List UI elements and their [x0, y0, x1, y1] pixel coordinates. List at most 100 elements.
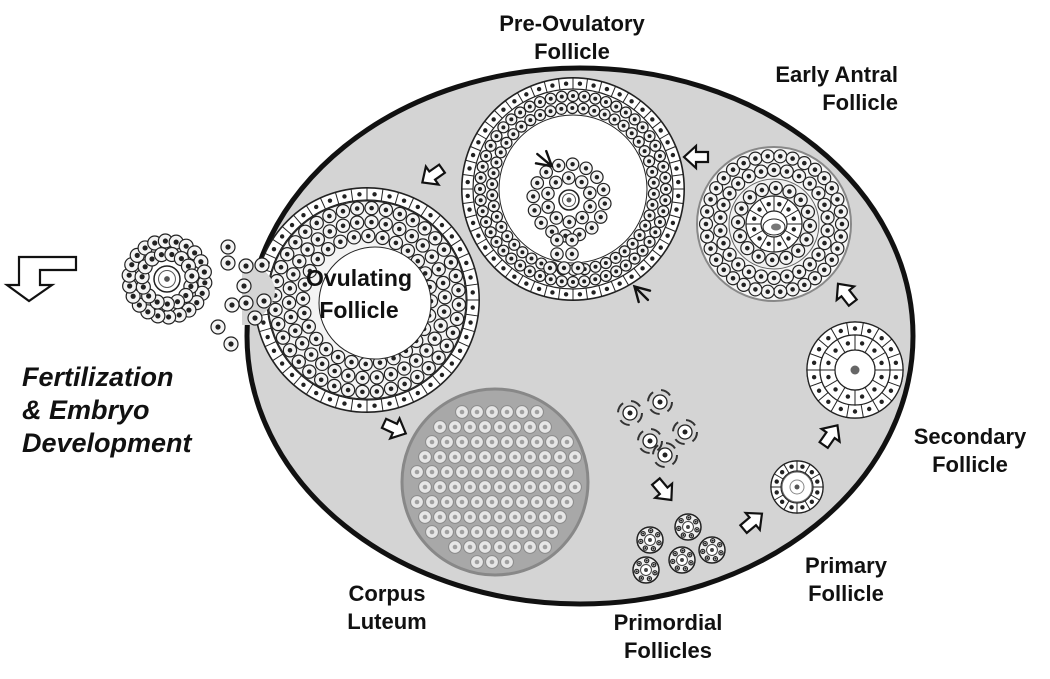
cell-nucleus: [474, 409, 480, 415]
cell-nucleus: [839, 221, 845, 227]
cell-nucleus: [369, 219, 374, 225]
cell-nucleus: [753, 287, 758, 292]
cell-nucleus: [784, 169, 790, 174]
cell-nucleus: [643, 223, 648, 228]
curved-arrow-icon: [691, 431, 698, 443]
cell-nucleus: [711, 539, 714, 542]
cell-nucleus: [134, 252, 140, 258]
oocyte-nucleus: [710, 548, 714, 552]
cell-nucleus: [459, 439, 465, 445]
cell-nucleus: [766, 241, 771, 247]
cell-nucleus: [639, 540, 642, 543]
oocyte-nucleus: [657, 399, 663, 405]
cell-nucleus: [327, 397, 333, 402]
cell-nucleus: [621, 123, 626, 128]
cell-nucleus: [273, 307, 278, 313]
cell-nucleus: [504, 499, 510, 505]
cell-nucleus: [548, 277, 553, 282]
cell-nucleus: [602, 201, 608, 206]
hollow-arrow-icon: [818, 424, 842, 450]
cell-nucleus: [452, 424, 458, 430]
cell-nucleus: [484, 219, 489, 224]
cell-nucleus: [879, 399, 884, 404]
cell-nucleus: [342, 194, 347, 199]
cell-nucleus: [470, 305, 475, 310]
cell-nucleus: [501, 125, 506, 130]
cell-nucleus: [741, 160, 746, 166]
cell-nucleus: [401, 397, 407, 402]
cell-nucleus: [739, 206, 744, 211]
cell-nucleus: [429, 499, 435, 505]
cell-nucleus: [169, 251, 175, 258]
cell-nucleus: [166, 314, 172, 320]
cell-nucleus: [440, 280, 446, 286]
cell-nucleus: [648, 577, 651, 580]
cell-nucleus: [414, 374, 420, 380]
cell-nucleus: [538, 220, 544, 225]
cell-nucleus: [796, 173, 802, 179]
cell-nucleus: [800, 505, 805, 510]
cell-nucleus: [149, 256, 155, 262]
cell-nucleus: [674, 166, 679, 171]
cell-nucleus: [802, 160, 807, 166]
curved-arrow-icon: [647, 391, 654, 402]
cell-nucleus: [287, 347, 293, 353]
cell-nucleus: [374, 389, 380, 394]
cell-nucleus: [188, 283, 194, 289]
cell-nucleus: [650, 117, 655, 122]
cell-nucleus: [422, 454, 428, 460]
cell-nucleus: [145, 309, 151, 315]
cell-nucleus: [602, 112, 607, 117]
cell-nucleus: [554, 215, 559, 221]
cell-nucleus: [822, 240, 827, 246]
cell-nucleus: [494, 134, 499, 139]
cell-nucleus: [603, 261, 608, 266]
cell-nucleus: [369, 205, 374, 211]
cell-nucleus: [534, 499, 540, 505]
cell-nucleus: [302, 229, 308, 235]
cell-nucleus: [372, 403, 377, 408]
cell-nucleus: [301, 212, 306, 218]
cell-nucleus: [681, 549, 684, 552]
curved-arrow-icon: [666, 401, 673, 413]
cell-nucleus: [140, 284, 146, 290]
cell-nucleus: [183, 243, 189, 249]
cell-nucleus: [653, 571, 656, 574]
cell-nucleus: [518, 263, 523, 268]
cell-nucleus: [332, 368, 337, 374]
cell-nucleus: [623, 110, 628, 115]
cell-nucleus: [629, 131, 634, 136]
cell-nucleus: [879, 374, 884, 380]
cell-nucleus: [482, 484, 488, 490]
cell-nucleus: [176, 312, 182, 318]
cell-nucleus: [424, 348, 429, 353]
cell-nucleus: [569, 237, 575, 243]
cell-nucleus: [614, 104, 619, 109]
cell-nucleus: [604, 86, 610, 92]
cell-nucleus: [325, 246, 331, 252]
cell-nucleus: [647, 239, 652, 244]
cell-nucleus: [527, 269, 532, 274]
cell-nucleus: [490, 182, 495, 187]
cell-nucleus: [649, 529, 652, 532]
cell-nucleus: [553, 180, 559, 185]
cell-nucleus: [676, 193, 681, 199]
cell-nucleus: [809, 469, 815, 475]
cell-nucleus: [657, 154, 662, 159]
cell-nucleus: [758, 274, 764, 279]
cell-nucleus: [183, 292, 189, 299]
cell-nucleus: [518, 110, 523, 115]
cell-nucleus: [468, 320, 473, 325]
oocyte-nucleus: [644, 568, 648, 572]
cell-nucleus: [504, 140, 509, 145]
cell-nucleus: [791, 216, 797, 221]
cell-nucleus: [713, 185, 719, 191]
cell-nucleus: [798, 197, 803, 203]
cell-nucleus: [756, 254, 761, 259]
cell-nucleus: [582, 94, 587, 99]
cell-nucleus: [657, 219, 662, 224]
cell-nucleus: [572, 484, 578, 490]
curved-arrow-icon: [639, 447, 650, 454]
cell-nucleus: [816, 190, 821, 196]
